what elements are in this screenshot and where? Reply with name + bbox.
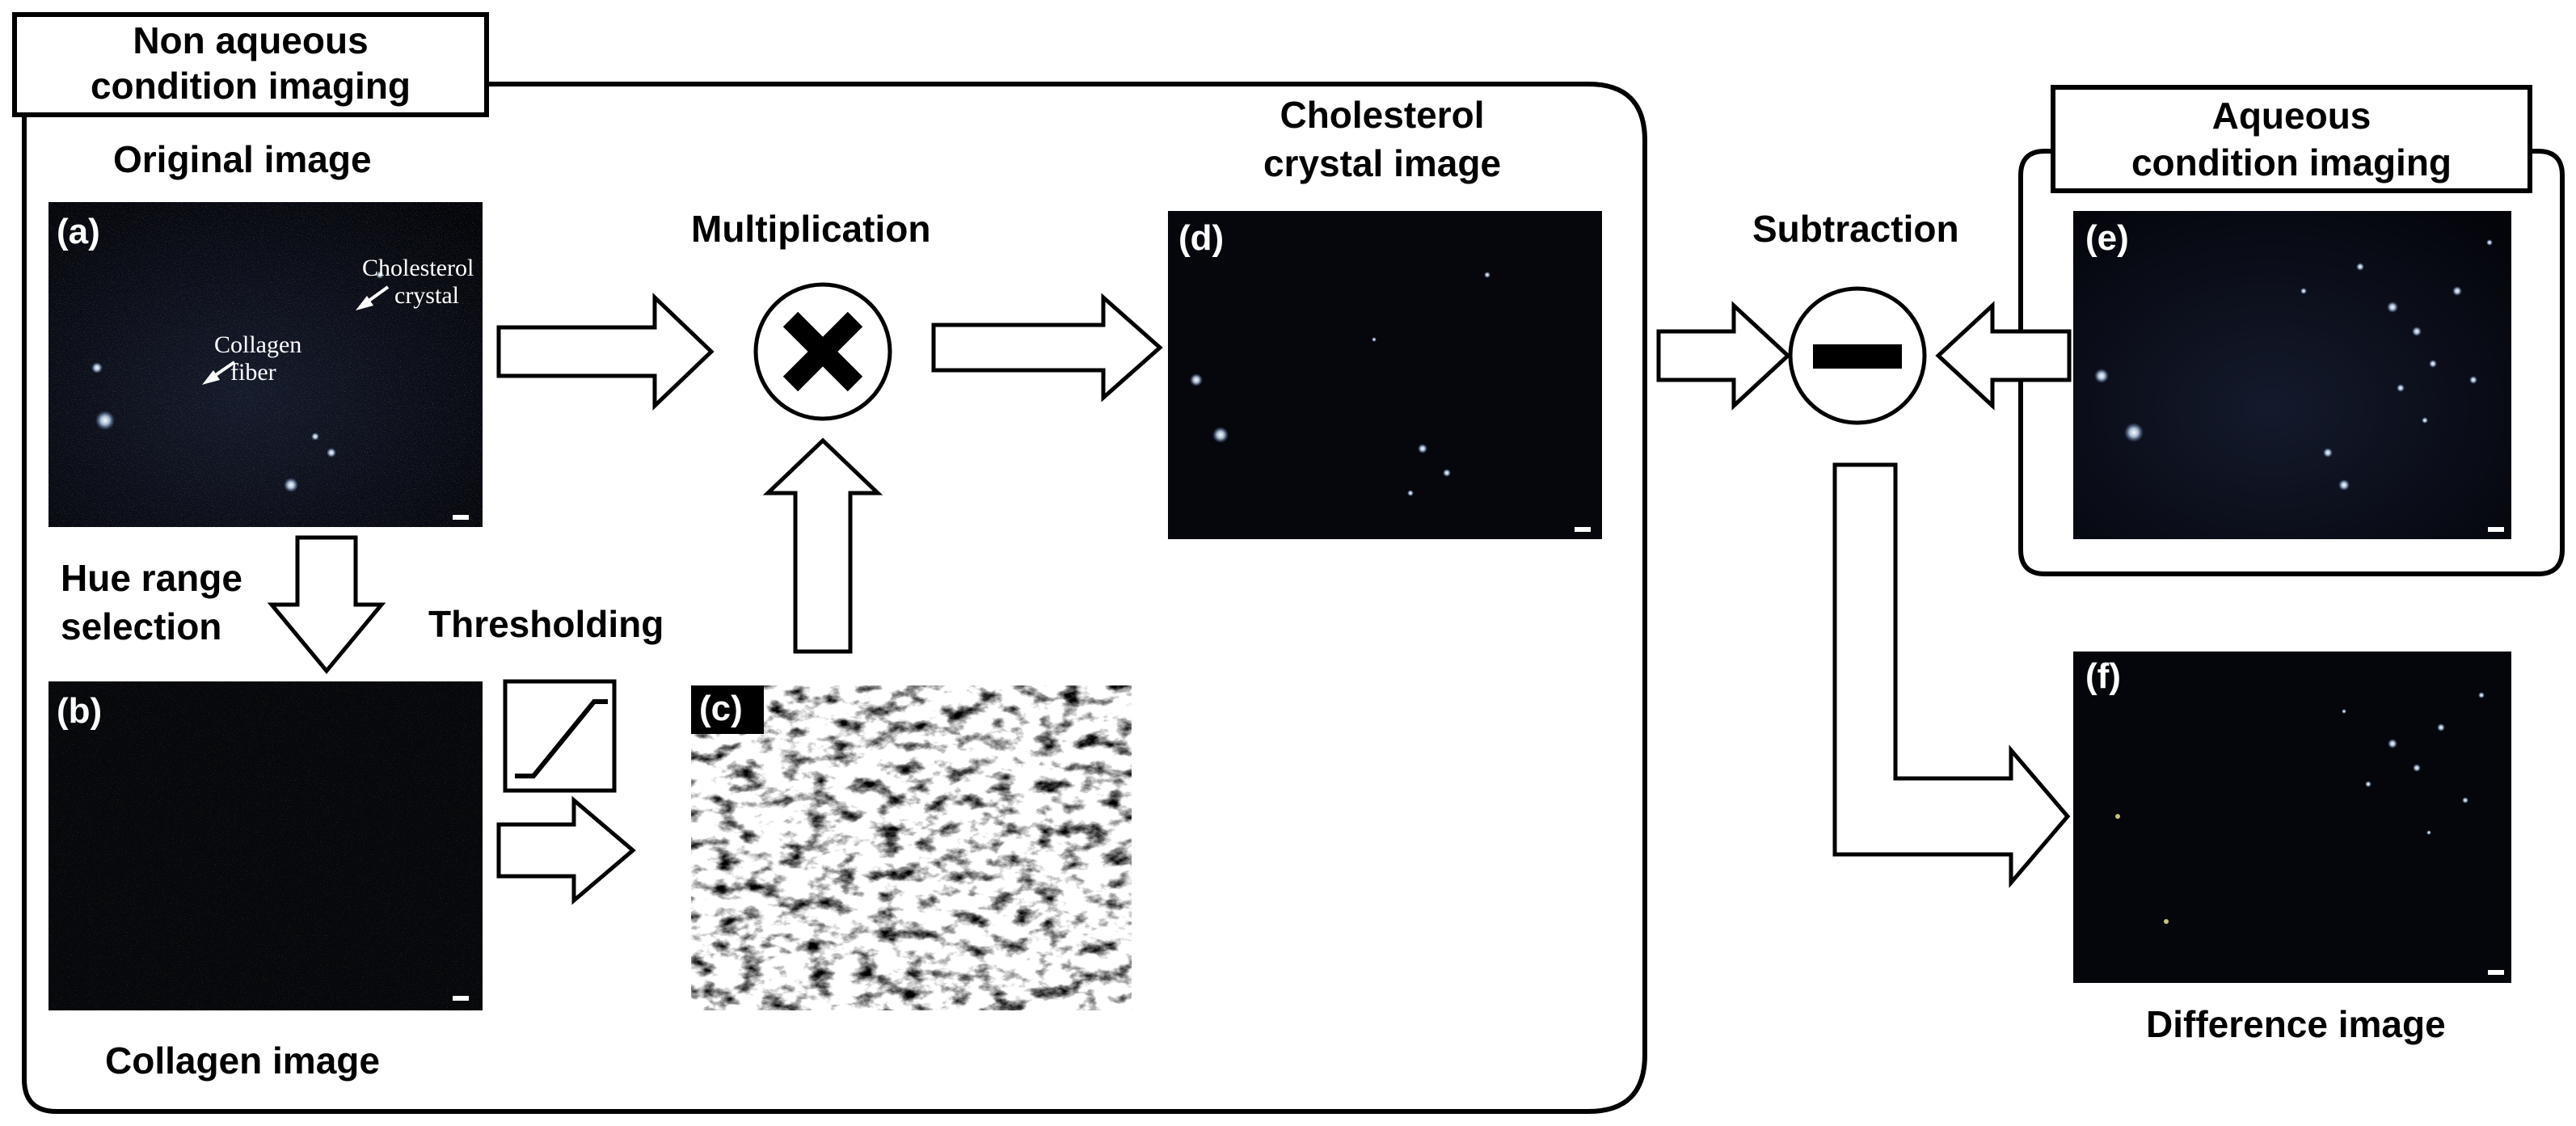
aqueous-title-line-1: Aqueous <box>2211 95 2372 137</box>
panel-a-tag: (a) <box>57 212 100 251</box>
ann-cholesterol-line-2: crystal <box>394 282 459 309</box>
arrow-d-to-subtract <box>1656 301 1791 411</box>
non-aqueous-title-line-1: Non aqueous <box>133 19 369 61</box>
multiply-operator <box>753 282 892 421</box>
panel-f-tag: (f) <box>2085 656 2121 696</box>
difference-image-label: Difference image <box>2146 1003 2446 1045</box>
panel-e-image <box>2073 211 2511 539</box>
ann-collagen-line-2: fiber <box>230 359 276 386</box>
collagen-fiber-annotation: Collagen fiber <box>214 331 301 386</box>
non-aqueous-title-line-2: condition imaging <box>90 65 411 107</box>
ann-collagen-line-1: Collagen <box>214 331 302 358</box>
aqueous-title-line-2: condition imaging <box>2131 141 2452 183</box>
aqueous-title: Aqueous condition imaging <box>2053 92 2530 186</box>
arrow-a-to-b <box>267 535 386 674</box>
non-aqueous-title-box <box>12 12 489 117</box>
non-aqueous-title: Non aqueous condition imaging <box>15 18 487 108</box>
aqueous-title-box <box>2051 85 2532 193</box>
threshold-curve-icon <box>503 679 617 793</box>
arrow-multiply-to-d <box>931 293 1163 403</box>
hue-label-line-1: Hue range <box>61 557 242 599</box>
thresholding-label: Thresholding <box>428 603 664 645</box>
arrow-c-to-multiply <box>762 437 883 654</box>
arrow-subtract-to-f <box>1832 462 2071 888</box>
ann-cholesterol-line-1: Cholesterol <box>362 255 474 281</box>
cholesterol-label-line-1: Cholesterol <box>1280 94 1485 136</box>
subtraction-label: Subtraction <box>1752 208 1959 250</box>
arrow-a-to-multiply <box>496 293 715 411</box>
cholesterol-crystal-image-label: Cholesterol crystal image <box>1212 91 1552 188</box>
collagen-image-label: Collagen image <box>105 1040 380 1082</box>
panel-c-image <box>691 685 1132 1010</box>
panel-f-image <box>2073 652 2511 983</box>
panel-e-tag: (e) <box>2085 218 2129 258</box>
arrow-e-to-subtract <box>1935 301 2072 411</box>
panel-b-tag: (b) <box>57 691 103 731</box>
cholesterol-crystal-annotation: Cholesterol crystal <box>362 255 474 310</box>
panel-a-image <box>48 202 483 527</box>
panel-d-image <box>1168 211 1602 539</box>
hue-label-line-2: selection <box>61 605 222 647</box>
multiplication-label: Multiplication <box>691 208 931 250</box>
subtract-operator <box>1788 286 1927 425</box>
aqueous-container <box>2018 149 2565 576</box>
panel-d-tag: (d) <box>1178 218 1225 258</box>
original-image-label: Original image <box>113 138 372 180</box>
panel-b-image <box>48 681 483 1010</box>
arrow-b-to-c <box>496 795 636 905</box>
cholesterol-label-line-2: crystal image <box>1263 142 1502 184</box>
panel-c-tag: (c) <box>699 689 743 728</box>
hue-range-selection-label: Hue range selection <box>61 554 242 651</box>
